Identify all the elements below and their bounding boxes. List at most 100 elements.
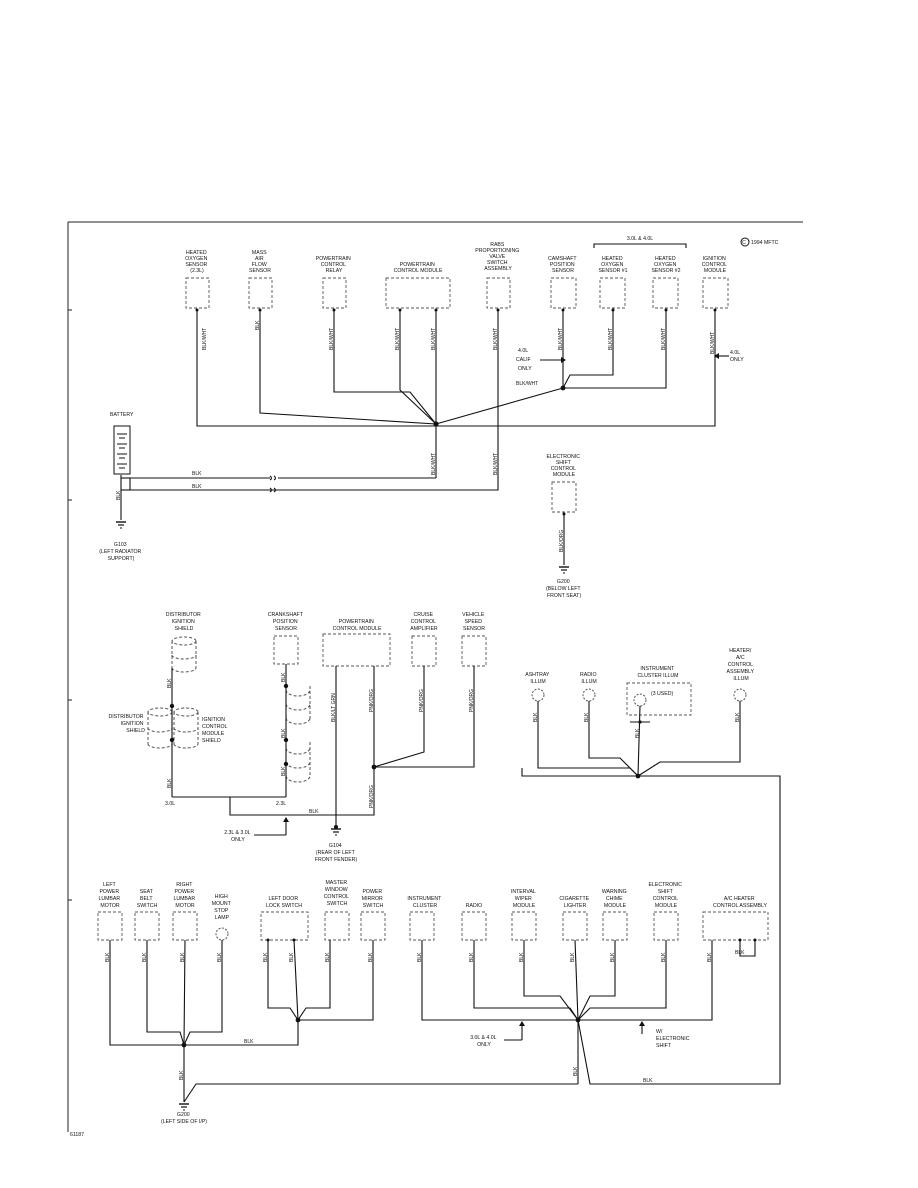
door-lock-box bbox=[260, 911, 309, 941]
svg-text:BLK: BLK bbox=[179, 1070, 185, 1080]
power-mirror-box bbox=[360, 911, 386, 941]
rabs-switch-box bbox=[486, 277, 511, 309]
svg-text:BLK/WHT: BLK/WHT bbox=[431, 328, 437, 350]
ground-g104-symbol bbox=[331, 828, 341, 836]
power-mirror-label: POWER MIRROR SWITCH bbox=[362, 889, 385, 909]
bottom-section: LEFT POWER LUMBAR MOTOR SEAT BELT SWITCH… bbox=[97, 880, 769, 1125]
master-window-label: MASTER WINDOW CONTROL SWITCH bbox=[324, 880, 351, 907]
radio-label: RADIO bbox=[466, 903, 482, 909]
svg-text:BLK: BLK bbox=[105, 952, 111, 962]
wiper-label: INTERVAL WIPER MODULE bbox=[511, 889, 537, 909]
bottom-wires-right bbox=[183, 939, 756, 1103]
chime-label: WARNING CHIME MODULE bbox=[602, 889, 628, 909]
copyright-mark: C 1994 MFTC bbox=[740, 237, 779, 247]
svg-text:BLK/WHT: BLK/WHT bbox=[516, 381, 538, 387]
svg-text:BLK: BLK bbox=[573, 1066, 579, 1076]
svg-text:BLK: BLK bbox=[192, 471, 202, 477]
svg-text:BLK/WHT: BLK/WHT bbox=[608, 328, 614, 350]
esc-wire-label: BLK/ORG bbox=[559, 530, 565, 552]
crank-shield-coils bbox=[285, 686, 311, 783]
copyright-text: 1994 MFTC bbox=[751, 240, 779, 246]
svg-text:BLK: BLK bbox=[735, 950, 745, 956]
right-lumbar-box bbox=[172, 911, 198, 941]
stop-lamp-bulb bbox=[215, 927, 229, 941]
lighter-box bbox=[562, 911, 588, 941]
svg-text:BLK: BLK bbox=[707, 952, 713, 962]
cruise-control-box bbox=[411, 635, 437, 667]
illum-bulbs bbox=[531, 688, 747, 707]
figure-number: 61187 bbox=[70, 1132, 84, 1138]
left-lumbar-label: LEFT POWER LUMBAR MOTOR bbox=[98, 882, 121, 909]
bottom-splices bbox=[181, 938, 757, 1048]
ground-g200-top-symbol bbox=[559, 566, 569, 574]
ground-g103-symbol bbox=[116, 521, 126, 529]
svg-text:BLK/WHT: BLK/WHT bbox=[329, 328, 335, 350]
svg-text:BLK: BLK bbox=[255, 320, 261, 330]
crankshaft-sensor-box bbox=[273, 635, 299, 665]
svg-text:BLK/WHT: BLK/WHT bbox=[202, 328, 208, 350]
battery-symbol bbox=[113, 425, 131, 475]
engine-note-bottom-label: 3.0L & 4.0L ONLY bbox=[470, 1035, 498, 1048]
ground-g200-symbol bbox=[179, 1103, 189, 1111]
right-lumbar-label: RIGHT POWER LUMBAR MOTOR bbox=[173, 882, 196, 909]
svg-text:PNK/ORG: PNK/ORG bbox=[369, 689, 375, 712]
ground-g104-label: G104 (REAR OF LEFT FRONT FENDER) bbox=[315, 843, 358, 863]
svg-text:BLK: BLK bbox=[635, 728, 641, 738]
svg-text:BLK/WHT: BLK/WHT bbox=[431, 453, 437, 475]
svg-text:BLK: BLK bbox=[309, 809, 319, 815]
cluster-illum-box bbox=[626, 682, 692, 716]
svg-text:BLK: BLK bbox=[289, 952, 295, 962]
ignition-control-module-label: IGNITION CONTROL MODULE bbox=[702, 256, 729, 274]
heated-oxygen-sensor-2-label: HEATED OXYGEN SENSOR #2 bbox=[651, 256, 680, 274]
vehicle-speed-sensor-label: VEHICLE SPEED SENSOR bbox=[462, 612, 486, 632]
40-note-label: 4.0L ONLY bbox=[730, 350, 744, 363]
esc-bottom-box bbox=[653, 911, 679, 941]
svg-text:PNK/ORG: PNK/ORG bbox=[469, 689, 475, 712]
engine-note-label: 2.3L & 3.0L ONLY bbox=[224, 830, 252, 843]
svg-text:BLK: BLK bbox=[661, 952, 667, 962]
engine-30-label: 3.0L bbox=[165, 801, 175, 807]
svg-text:BLK: BLK bbox=[735, 712, 741, 722]
svg-text:BLK/WHT: BLK/WHT bbox=[493, 328, 499, 350]
powertrain-control-module-label: POWERTRAIN CONTROL MODULE bbox=[394, 262, 443, 274]
master-window-box bbox=[324, 911, 350, 941]
ground-g103-label: G103 (LEFT RADIATOR SUPPORT) bbox=[99, 542, 143, 562]
shift-note-label: W/ ELECTRONIC SHIFT bbox=[656, 1029, 691, 1049]
ac-heater-label: A/C HEATER CONTROL ASSEMBLY bbox=[713, 896, 767, 909]
engine-bracket bbox=[593, 243, 687, 248]
heated-oxygen-sensor-box bbox=[185, 277, 210, 309]
calif-note-label: 4.0L CALIF ONLY bbox=[516, 348, 532, 372]
instrument-cluster-label: INSTRUMENT CLUSTER bbox=[407, 896, 442, 909]
svg-text:BLK: BLK bbox=[643, 1078, 653, 1084]
vehicle-speed-sensor-box bbox=[461, 635, 487, 667]
middle-wire-labels: BLK BLK BLK BLK BLK BLK BLK/LT GRN PNK/O… bbox=[167, 672, 475, 815]
svg-text:BLK: BLK bbox=[281, 766, 287, 776]
svg-text:BLK: BLK bbox=[142, 952, 148, 962]
top-wire-labels: BLK/WHT BLK BLK/WHT BLK/WHT BLK/WHT BLK/… bbox=[116, 320, 716, 500]
svg-text:BLK: BLK bbox=[584, 712, 590, 722]
middle-wires bbox=[171, 664, 475, 827]
distributor-shield-symbol bbox=[171, 636, 197, 673]
powertrain-control-module-middle-box bbox=[322, 633, 391, 667]
instrument-cluster-box bbox=[409, 911, 435, 941]
radio-box bbox=[461, 911, 487, 941]
connector-pins bbox=[195, 308, 717, 312]
esc-module-label: ELECTRONIC SHIFT CONTROL MODULE bbox=[547, 454, 582, 478]
camshaft-sensor-label: CAMSHAFT POSITION SENSOR bbox=[548, 256, 578, 274]
ground-g200-label: G200 (LEFT SIDE OF I/P) bbox=[161, 1112, 207, 1125]
middle-section: DISTRIBUTOR IGNITION SHIELD CRANKSHAFT P… bbox=[108, 612, 781, 1085]
ashtray-illum-label: ASHTRAY ILLUM bbox=[525, 672, 550, 685]
chime-box bbox=[602, 911, 628, 941]
svg-text:BLK: BLK bbox=[281, 672, 287, 682]
svg-text:BLK: BLK bbox=[281, 728, 287, 738]
powertrain-control-module-middle-label: POWERTRAIN CONTROL MODULE bbox=[333, 619, 382, 632]
distributor-ignition-shield-left-symbol bbox=[147, 707, 173, 749]
powertrain-control-module-box bbox=[385, 277, 451, 309]
svg-text:BLK: BLK bbox=[417, 952, 423, 962]
stop-lamp-label: HIGH MOUNT STOP LAMP bbox=[212, 894, 232, 921]
svg-text:BLK: BLK bbox=[610, 952, 616, 962]
left-lumbar-box bbox=[97, 911, 123, 941]
door-lock-label: LEFT DOOR LOCK SWITCH bbox=[266, 896, 302, 909]
svg-text:PNK/ORG: PNK/ORG bbox=[419, 689, 425, 712]
